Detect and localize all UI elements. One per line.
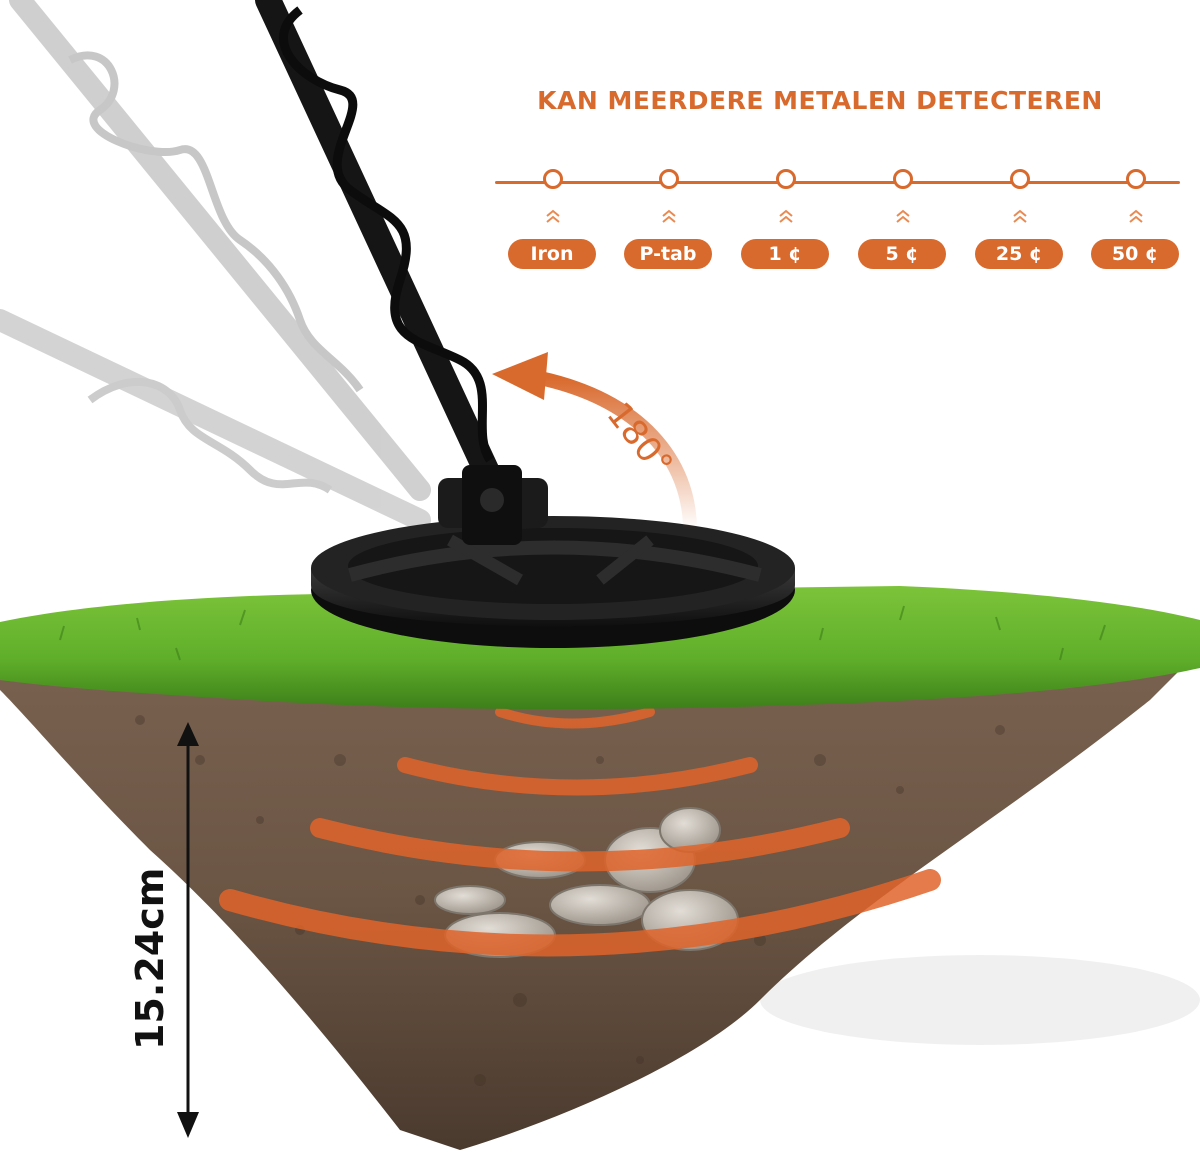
metal-label: 1 ¢ — [741, 239, 829, 269]
metal-item-50-cent: 50 ¢ — [1086, 160, 1186, 280]
metal-item-5-cent: 5 ¢ — [853, 160, 953, 280]
double-chevron-up-icon — [779, 209, 793, 223]
circle-node-icon — [1010, 169, 1030, 189]
depth-label: 15.24cm — [128, 867, 172, 1050]
search-coil — [311, 516, 795, 648]
ghost-shaft-lower — [0, 309, 431, 531]
metal-scale: Iron P-tab 1 ¢ 5 ¢ 25 ¢ 50 ¢ — [495, 160, 1185, 280]
curved-arrow-icon — [492, 352, 697, 531]
scale-line — [495, 181, 1180, 184]
double-chevron-up-icon — [1013, 209, 1027, 223]
circle-node-icon — [893, 169, 913, 189]
detection-waves — [219, 707, 941, 957]
double-chevron-up-icon — [1129, 209, 1143, 223]
metal-label: P-tab — [624, 239, 712, 269]
metal-label: Iron — [508, 239, 596, 269]
coil-joint — [438, 465, 548, 545]
double-chevron-up-icon — [662, 209, 676, 223]
double-arrow-vertical-icon — [177, 722, 199, 1138]
circle-node-icon — [659, 169, 679, 189]
circle-node-icon — [776, 169, 796, 189]
metal-item-25-cent: 25 ¢ — [970, 160, 1070, 280]
grass-blades — [59, 605, 1106, 661]
metal-item-p-tab: P-tab — [619, 160, 719, 280]
double-chevron-up-icon — [546, 209, 560, 223]
headline: KAN MEERDERE METALEN DETECTEREN — [537, 86, 1103, 115]
circle-node-icon — [543, 169, 563, 189]
detector-shaft — [255, 0, 513, 513]
metal-item-1-cent: 1 ¢ — [736, 160, 836, 280]
circle-node-icon — [1126, 169, 1146, 189]
double-chevron-up-icon — [896, 209, 910, 223]
ghost-shaft-upper — [9, 0, 431, 501]
metal-label: 50 ¢ — [1091, 239, 1179, 269]
metal-label: 25 ¢ — [975, 239, 1063, 269]
metal-item-iron: Iron — [503, 160, 603, 280]
ground-shadow — [760, 955, 1200, 1045]
metal-label: 5 ¢ — [858, 239, 946, 269]
